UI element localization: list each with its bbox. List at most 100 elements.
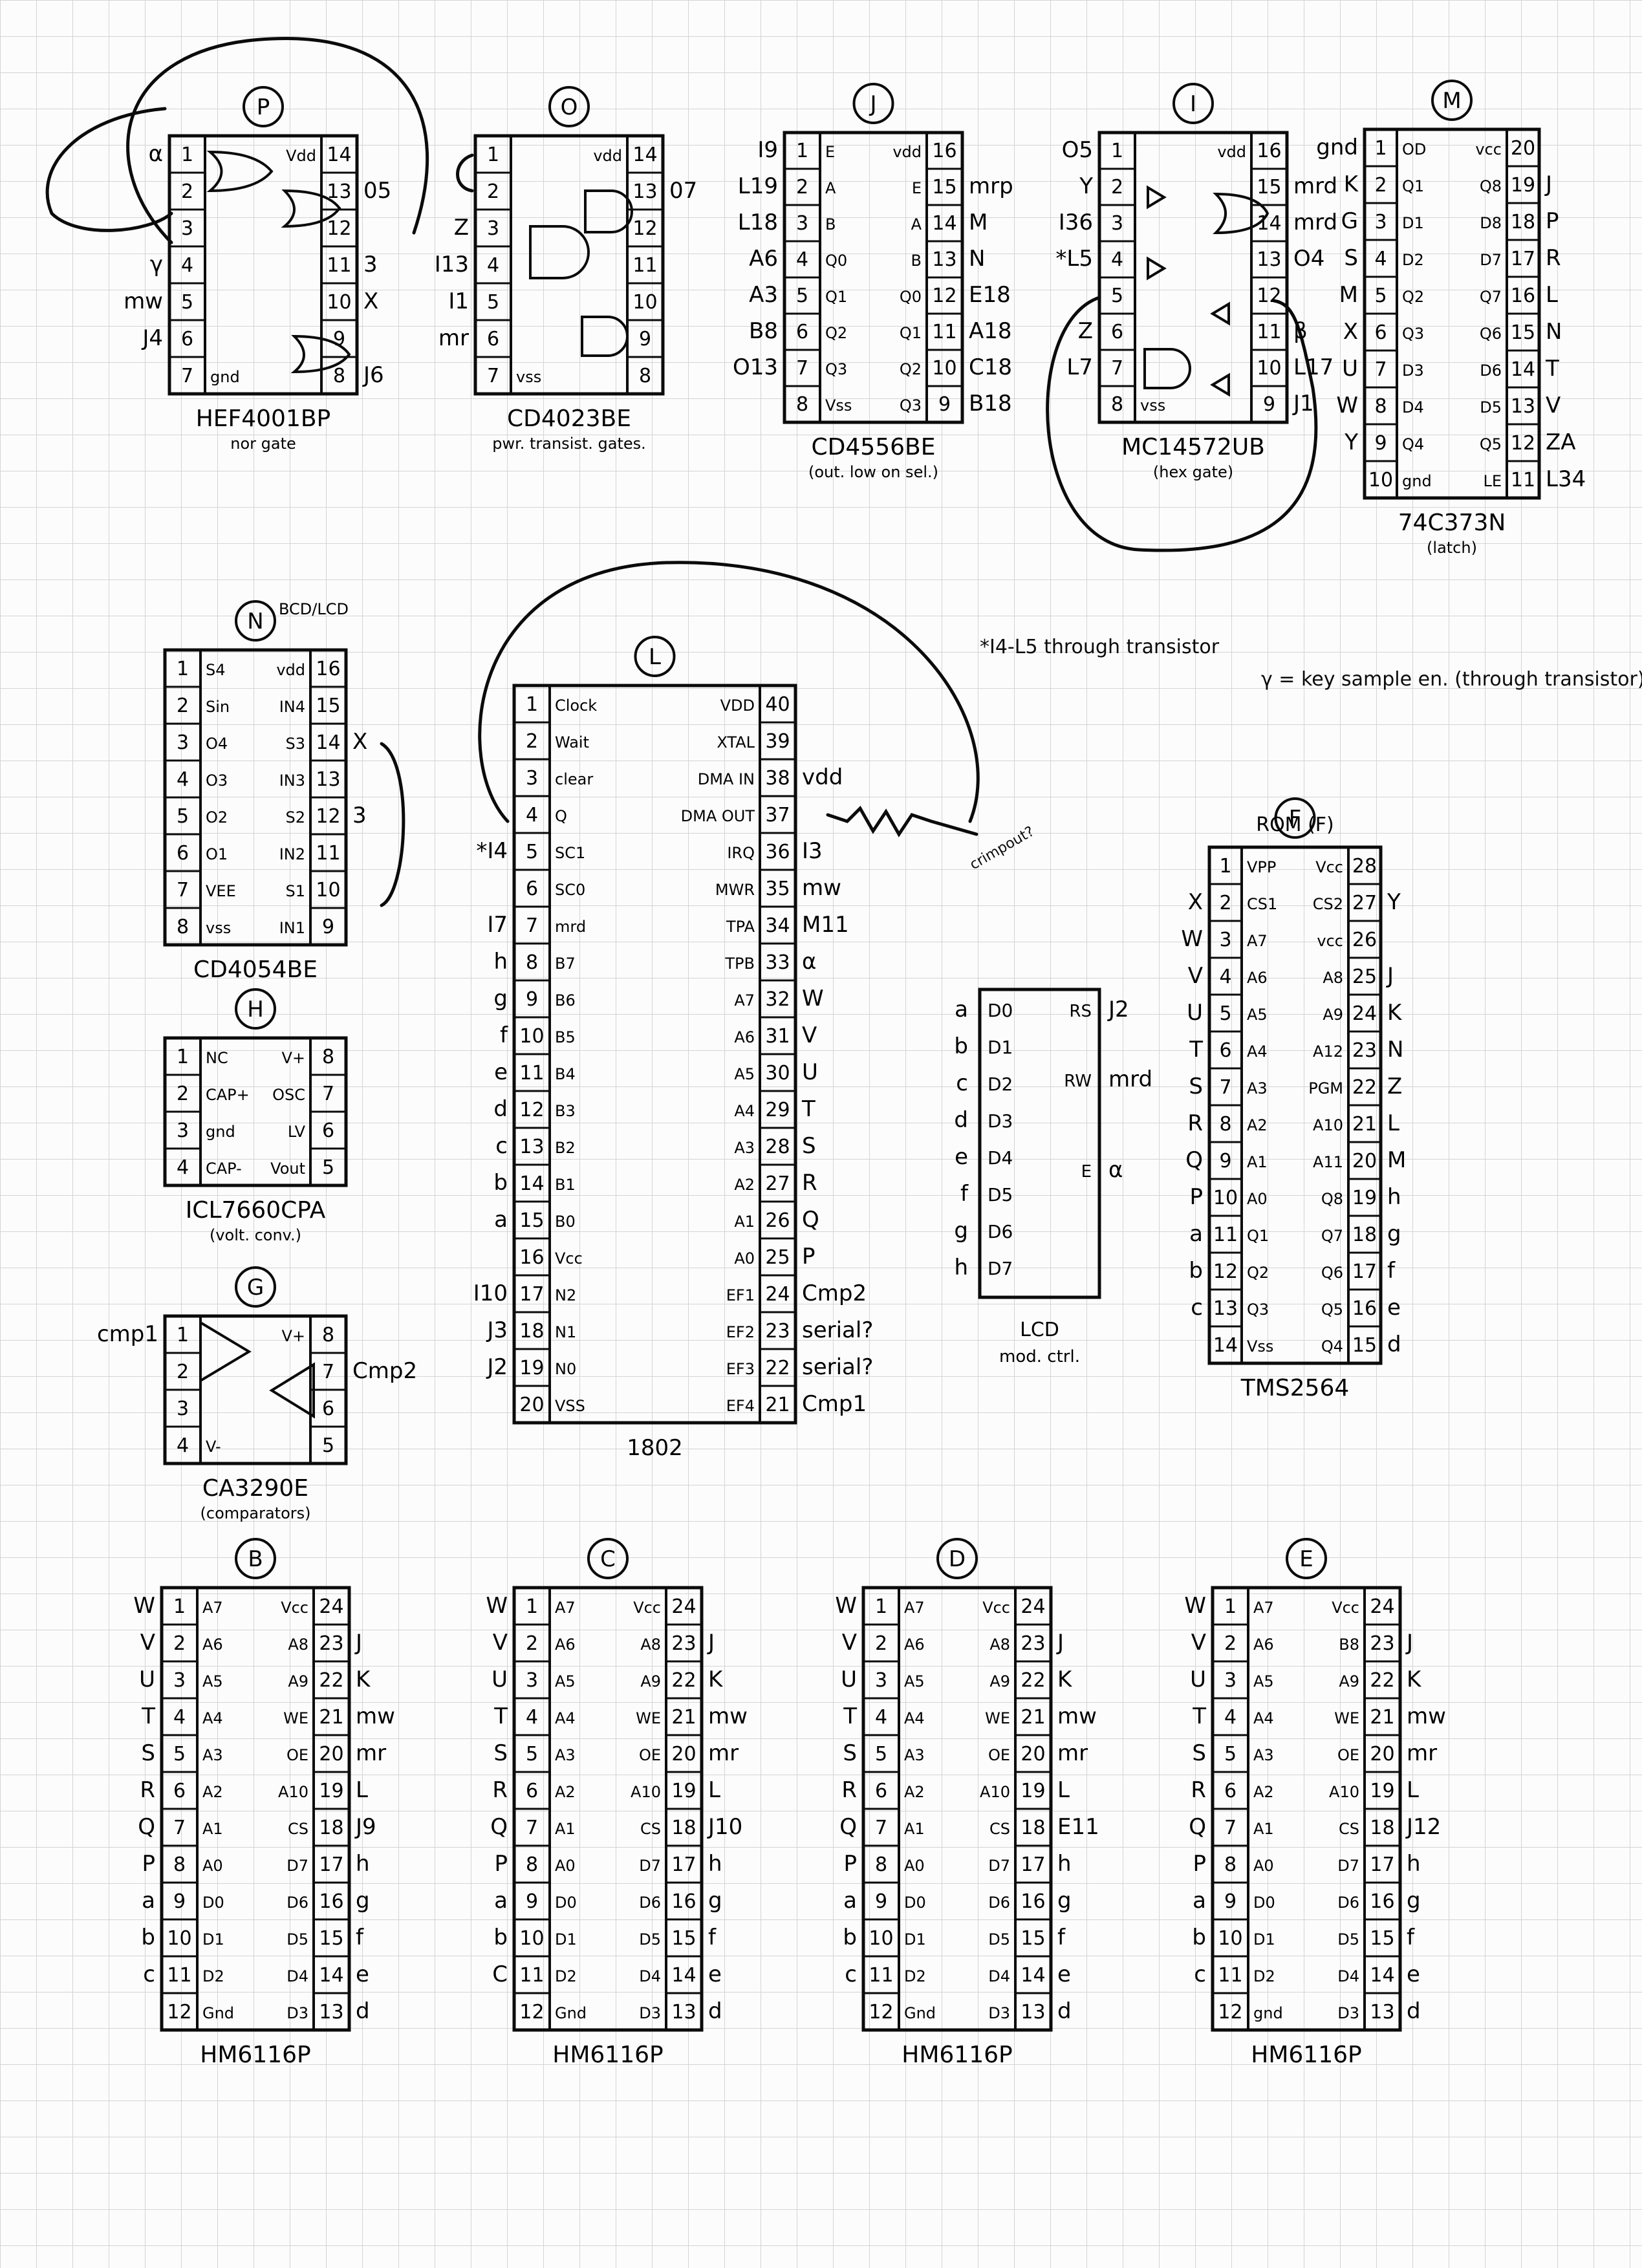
- net-label: h: [1407, 1851, 1421, 1877]
- net-label: γ: [150, 252, 163, 277]
- net-label: L: [356, 1777, 368, 1803]
- pin-label: VPP: [1247, 858, 1276, 876]
- net-label: g: [1407, 1888, 1421, 1914]
- pin-label: D4: [1337, 1967, 1359, 1985]
- pin-number: 10: [632, 291, 657, 314]
- pin-number: 10: [932, 357, 956, 380]
- net-label: I36: [1059, 210, 1093, 235]
- lcd-pin-label: D6: [988, 1221, 1013, 1242]
- net-label: L: [1057, 1777, 1070, 1803]
- net-label: J4: [141, 325, 163, 351]
- chip-note: ROM (F): [1256, 814, 1334, 836]
- pin-label: D2: [904, 1967, 926, 1985]
- pin-number: 6: [1219, 1039, 1231, 1062]
- pin-number: 4: [173, 1706, 186, 1729]
- net-label: d: [493, 1096, 508, 1122]
- net-label: Z: [1387, 1074, 1402, 1099]
- pin-number: 10: [167, 1927, 191, 1950]
- chip-note: (out. low on sel.): [808, 463, 938, 481]
- pin-number: 18: [1352, 1224, 1377, 1246]
- pin-number: 15: [1352, 1334, 1377, 1357]
- pin-number: 1: [526, 693, 538, 716]
- pin-label: A4: [734, 1102, 755, 1120]
- pin-number: 14: [1511, 358, 1535, 381]
- pin-label: V+: [281, 1327, 305, 1345]
- pin-number: 12: [1213, 1260, 1238, 1283]
- pin-label: A4: [904, 1709, 925, 1727]
- lcd-pin-label: RS: [1069, 1002, 1092, 1021]
- pin-number: 6: [796, 321, 808, 343]
- net-label: gnd: [1316, 135, 1358, 160]
- net-label: U: [1342, 356, 1358, 382]
- net-label: mr: [708, 1740, 739, 1766]
- pin-number: 22: [319, 1669, 343, 1692]
- pin-label: D4: [988, 1967, 1010, 1985]
- pin-label: vss: [206, 919, 231, 937]
- pin-number: 27: [1352, 892, 1377, 914]
- wire-p-loop: [45, 107, 173, 232]
- pin-number: 8: [1219, 1113, 1231, 1136]
- net-label: W: [1181, 926, 1203, 952]
- pin-label: vcc: [1317, 932, 1343, 950]
- pin-number: 11: [1218, 1964, 1242, 1987]
- pin-label: D3: [1402, 362, 1424, 380]
- pin-label: D1: [1253, 1930, 1275, 1949]
- net-label: O4: [1293, 246, 1324, 272]
- pin-label: A5: [734, 1065, 755, 1083]
- pin-label: D4: [1402, 398, 1424, 416]
- net-label: X: [352, 729, 367, 755]
- pin-number: 8: [875, 1853, 887, 1876]
- pin-number: 1: [173, 1595, 186, 1618]
- net-label: g: [1387, 1221, 1401, 1247]
- chip-id-letter: P: [257, 94, 270, 120]
- pin-label: IN2: [279, 845, 305, 863]
- net-label: J2: [1107, 997, 1129, 1022]
- pin-label: A9: [640, 1672, 661, 1690]
- pin-number: 24: [319, 1595, 343, 1618]
- pin-label: WE: [283, 1709, 308, 1727]
- pin-label: A0: [202, 1857, 223, 1875]
- pin-label: D5: [1337, 1930, 1359, 1949]
- pin-number: 17: [319, 1853, 343, 1876]
- pin-label: Q3: [1247, 1301, 1269, 1319]
- pin-number: 19: [671, 1780, 696, 1802]
- pin-number: 5: [322, 1434, 334, 1457]
- pin-number: 20: [1370, 1743, 1394, 1766]
- pin-label: A1: [904, 1820, 925, 1838]
- pin-label: NC: [206, 1049, 228, 1067]
- net-label: mrd: [1293, 210, 1337, 235]
- inverter-gate-icon: [1147, 185, 1167, 210]
- pin-number: 3: [487, 217, 499, 240]
- net-label: V: [842, 1630, 857, 1656]
- net-label: I1: [448, 288, 469, 314]
- wire-n-bracket: [380, 742, 405, 907]
- pin-label: A0: [1253, 1857, 1274, 1875]
- pin-label: OE: [1337, 1746, 1359, 1764]
- pin-number: 19: [1370, 1780, 1394, 1802]
- net-label: b: [1189, 1258, 1203, 1284]
- pin-number: 2: [526, 1632, 538, 1655]
- net-label: N: [969, 246, 985, 272]
- pin-label: Q4: [1321, 1337, 1343, 1355]
- pin-label: D3: [1337, 2004, 1359, 2022]
- pin-label: A5: [202, 1672, 223, 1690]
- net-label: d: [1387, 1332, 1401, 1357]
- pin-number: 3: [177, 1119, 189, 1142]
- pin-number: 6: [322, 1119, 334, 1142]
- pin-number: 4: [181, 254, 193, 277]
- pin-label: DMA OUT: [681, 807, 755, 825]
- pin-number: 12: [327, 217, 351, 240]
- net-label: 3: [352, 803, 367, 828]
- pin-label: A1: [555, 1820, 576, 1838]
- pin-label: Sin: [206, 698, 230, 716]
- pin-number: 11: [1257, 321, 1281, 343]
- net-label: G: [1341, 208, 1358, 234]
- pin-label: A6: [555, 1636, 576, 1654]
- pin-label: N1: [555, 1323, 576, 1341]
- pin-label: Q1: [900, 324, 922, 342]
- pin-label: clear: [555, 770, 593, 788]
- chip-note: (hex gate): [1153, 463, 1233, 481]
- pin-number: 2: [1224, 1632, 1237, 1655]
- net-label: b: [954, 1033, 968, 1059]
